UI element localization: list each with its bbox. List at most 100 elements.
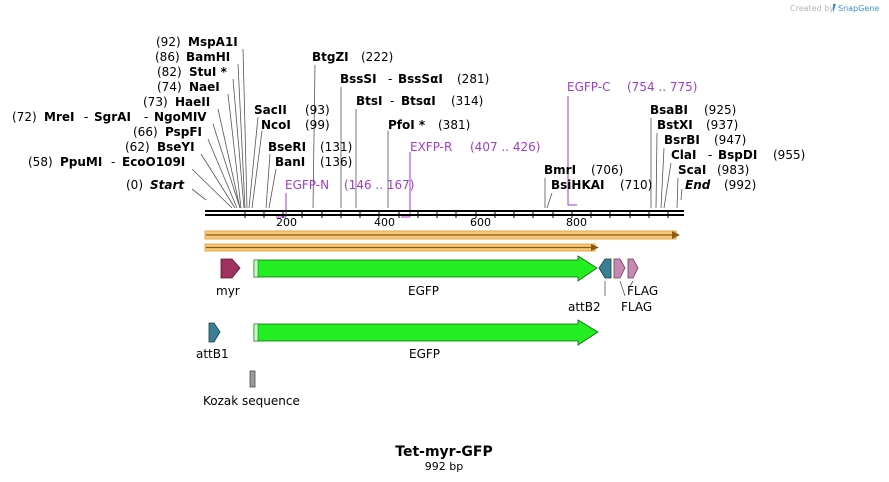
site-pos: (281) [457,72,489,86]
site-name: BamHI [186,50,230,64]
site-name: ClaI [671,148,696,162]
feature-egfp-2: EGFP [253,319,599,361]
primer-range: (407 .. 426) [470,140,540,154]
site-name: Start [150,178,185,192]
feature-flag-1: FLAG [613,258,652,314]
site-label-BtsI: BtsI - BtsαI (314) [356,94,483,108]
svg-text:-: - [84,110,88,124]
site-label-MspA1I: (92) MspA1I [156,35,238,49]
site-name: BssSI [340,72,377,86]
site-name: NaeI [189,80,220,94]
site-name: BstXI [657,118,693,132]
site-name-2: BtsαI [401,94,436,108]
primer-label-EGFP-N: EGFP-N (146 .. 167) [285,178,414,192]
site-name: SacII [254,103,287,117]
site-pos: (74) [157,80,182,94]
feature-label: myr [216,284,240,298]
map-length: 992 bp [425,460,463,473]
site-label-StuI: (82) StuI * [157,65,228,79]
site-pos: (0) [126,178,143,192]
site-label-Start: (0) Start [126,178,185,192]
site-label-NaeI: (74) NaeI [157,80,220,94]
site-name-2: BssSαI [398,72,443,86]
ruler-ticks [244,212,669,218]
feature-label: FLAG [627,284,658,298]
site-label-HaeII: (73) HaeII [143,95,210,109]
site-label-BstXI: BstXI (937) [657,118,738,132]
feature-label: attB1 [196,347,229,361]
feature-label: Kozak sequence [203,394,300,408]
svg-text:-: - [390,94,394,108]
site-name: BsiHKAI [551,178,605,192]
map-title: Tet-myr-GFP [395,444,492,460]
site-pos: (131) [320,140,352,154]
site-pos: (73) [143,95,168,109]
site-name-2: EcoO109I [122,155,185,169]
site-name: MreI [44,110,74,124]
snapgene-logo: SnapGene [833,4,879,13]
site-name: BmrI [544,163,576,177]
site-label-NcoI: NcoI (99) [261,118,330,132]
site-name-2: BspDI [718,148,757,162]
feature-label: attB2 [568,300,601,314]
site-label-BseYI: (62) BseYI [125,140,195,154]
ruler-label: 200 [276,216,297,229]
site-name-3: NgoMIV [154,110,207,124]
feature-attB1: attB1 [196,322,229,361]
site-name: ScaI [678,163,706,177]
site-name: BsrBI [664,133,700,147]
site-name: BtgZI [312,50,349,64]
feature-label: EGFP [408,284,439,298]
watermark-brand: SnapGene [838,4,879,13]
feature-label: FLAG [621,300,652,314]
site-pos: (136) [320,155,352,169]
site-pos: (983) [717,163,749,177]
site-name: BanI [275,155,305,169]
ruler-label: 400 [374,216,395,229]
site-pos: (62) [125,140,150,154]
site-label-ScaI: ScaI (983) [678,163,749,177]
site-label-BssSI: BssSI - BssSαI (281) [340,72,489,86]
site-label-BtgZI: BtgZI (222) [312,50,393,64]
site-name: BsaBI [650,103,688,117]
svg-text:-: - [708,148,712,162]
site-name: HaeII [175,95,210,109]
site-label-SacII: SacII (93) [254,103,330,117]
feature-flag-2: FLAG [627,258,658,298]
site-name: End [685,178,711,192]
site-label-BsaBI: BsaBI (925) [650,103,736,117]
primer-leader-lines [276,96,577,218]
site-name: PspFI [165,125,202,139]
feature-kozak: Kozak sequence [203,370,300,408]
site-name: BseRI [268,140,306,154]
site-label-BanI: BanI (136) [275,155,352,169]
feature-egfp: EGFP [253,255,598,298]
primer-range: (754 .. 775) [627,80,697,94]
site-name: PpuMI [60,155,102,169]
site-label-BsrBI: BsrBI (947) [664,133,746,147]
site-pos: (66) [133,125,158,139]
site-name: BseYI [157,140,195,154]
site-pos: (72) [12,110,37,124]
site-label-BmrI: BmrI (706) [544,163,623,177]
svg-text:-: - [111,155,115,169]
site-name: BtsI [356,94,383,108]
site-pos: (92) [156,35,181,49]
site-name: MspA1I [188,35,238,49]
orf-arrow-short [204,243,599,252]
site-pos: (58) [28,155,53,169]
site-label-ClaI: ClaI - BspDI (955) [671,148,805,162]
site-label-BseRI: BseRI (131) [268,140,352,154]
site-pos: (86) [155,50,180,64]
site-label-PpuMI: (58) PpuMI - EcoO109I [28,155,185,169]
site-pos: (710) [620,178,652,192]
svg-text:-: - [388,72,392,86]
watermark-text: Created by [790,4,834,13]
sequence-backbone: 200 400 600 800 [205,210,684,229]
primer-name: EGFP-N [285,178,329,192]
primer-range: (146 .. 167) [344,178,414,192]
site-pos: (992) [724,178,756,192]
site-pos: (955) [773,148,805,162]
site-pos: (947) [714,133,746,147]
